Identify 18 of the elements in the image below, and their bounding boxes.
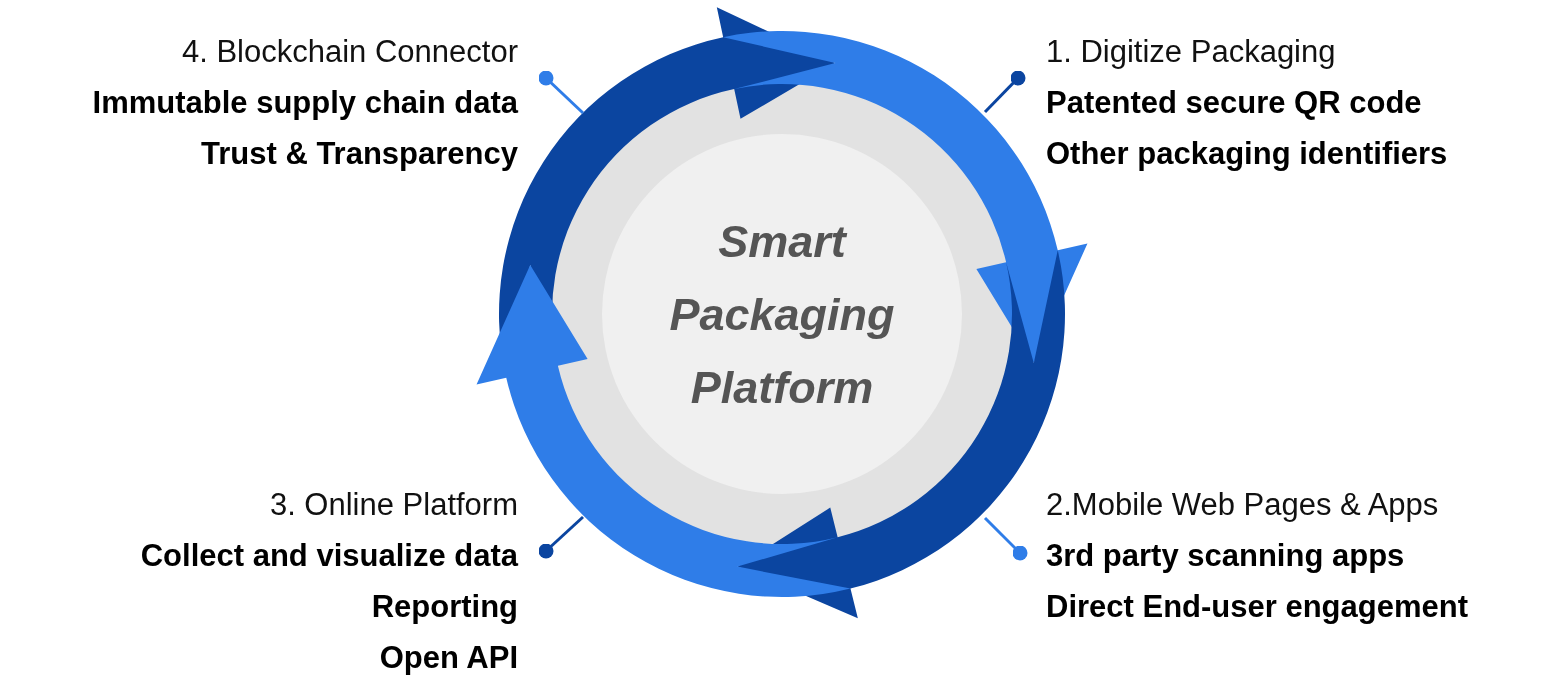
feature-text: Open API [378, 639, 518, 677]
feature-text: Other packaging identifiers [1046, 135, 1448, 173]
step-heading: 4. Blockchain Connector [180, 33, 518, 71]
feature-text: Reporting [370, 588, 518, 626]
step-heading: 1. Digitize Packaging [1046, 33, 1337, 71]
leader-line [538, 70, 585, 115]
feature-text: Trust & Transparency [200, 135, 518, 173]
leader-line [538, 515, 584, 559]
feature-text: Direct End-user engagement [1046, 588, 1469, 626]
step-heading: 3. Online Platform [268, 486, 518, 524]
feature-text: Patented secure QR code [1046, 84, 1423, 122]
feature-text: Immutable supply chain data [92, 84, 518, 122]
feature-text: 3rd party scanning apps [1046, 537, 1406, 575]
center-title: Smart Packaging Platform [668, 214, 896, 415]
step-heading: 2.Mobile Web Pages & Apps [1046, 486, 1440, 524]
leader-line [983, 516, 1028, 561]
feature-text: Collect and visualize data [140, 537, 518, 575]
leader-line [983, 70, 1026, 114]
